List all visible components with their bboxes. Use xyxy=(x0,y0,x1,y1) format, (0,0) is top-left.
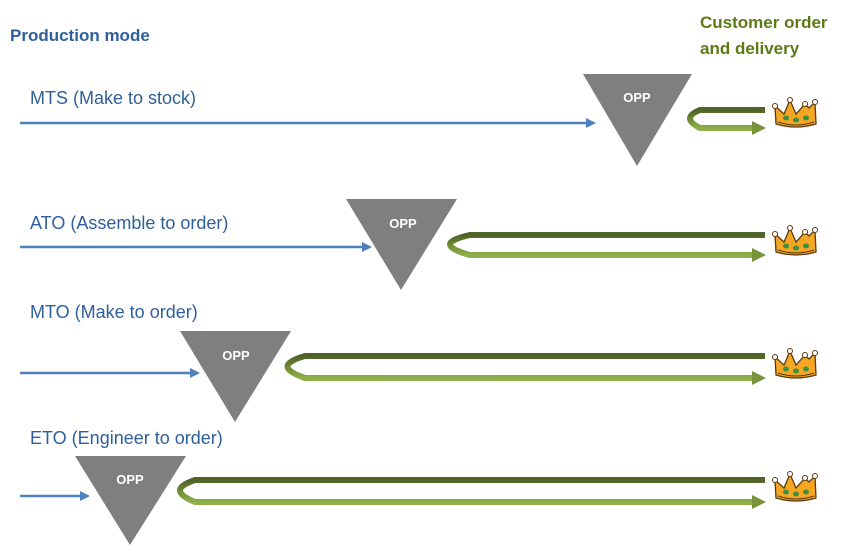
delivery-loop-ato xyxy=(447,232,765,258)
delivery-arrowhead-mts xyxy=(752,121,766,135)
row-mto: OPP xyxy=(20,331,819,422)
opp-triangle-ato xyxy=(346,199,457,290)
delivery-loop-mts xyxy=(687,107,765,131)
row-label-ato: ATO (Assemble to order) xyxy=(30,213,229,233)
opp-triangle-mto xyxy=(180,331,291,422)
crown-icon xyxy=(771,96,819,128)
opp-label-mto: OPP xyxy=(222,348,250,363)
opp-triangle-mts xyxy=(583,74,692,166)
row-label-eto: ETO (Engineer to order) xyxy=(30,428,223,448)
crown-icon xyxy=(771,224,819,256)
opp-label-eto: OPP xyxy=(116,472,144,487)
customer-order-title: Customer order and delivery xyxy=(700,10,828,62)
customer-order-line-2: and delivery xyxy=(700,39,800,58)
row-label-mts: MTS (Make to stock) xyxy=(30,88,197,108)
opp-triangle-eto xyxy=(75,456,186,545)
opp-label-mts: OPP xyxy=(623,90,651,105)
delivery-loop-eto xyxy=(177,477,765,505)
delivery-loop-mto xyxy=(284,353,765,381)
crown-icon xyxy=(771,470,819,502)
opp-label-ato: OPP xyxy=(389,216,417,231)
delivery-arrowhead-ato xyxy=(752,248,766,262)
crown-icon xyxy=(771,347,819,379)
customer-order-line-1: Customer order xyxy=(700,13,828,32)
delivery-arrowhead-eto xyxy=(752,495,766,509)
row-label-mto: MTO (Make to order) xyxy=(30,302,198,322)
row-ato: OPP xyxy=(20,199,819,290)
production-mode-title: Production mode xyxy=(10,26,150,45)
row-mts: OPP xyxy=(20,74,819,166)
row-eto: OPP xyxy=(20,456,819,545)
delivery-arrowhead-mto xyxy=(752,371,766,385)
